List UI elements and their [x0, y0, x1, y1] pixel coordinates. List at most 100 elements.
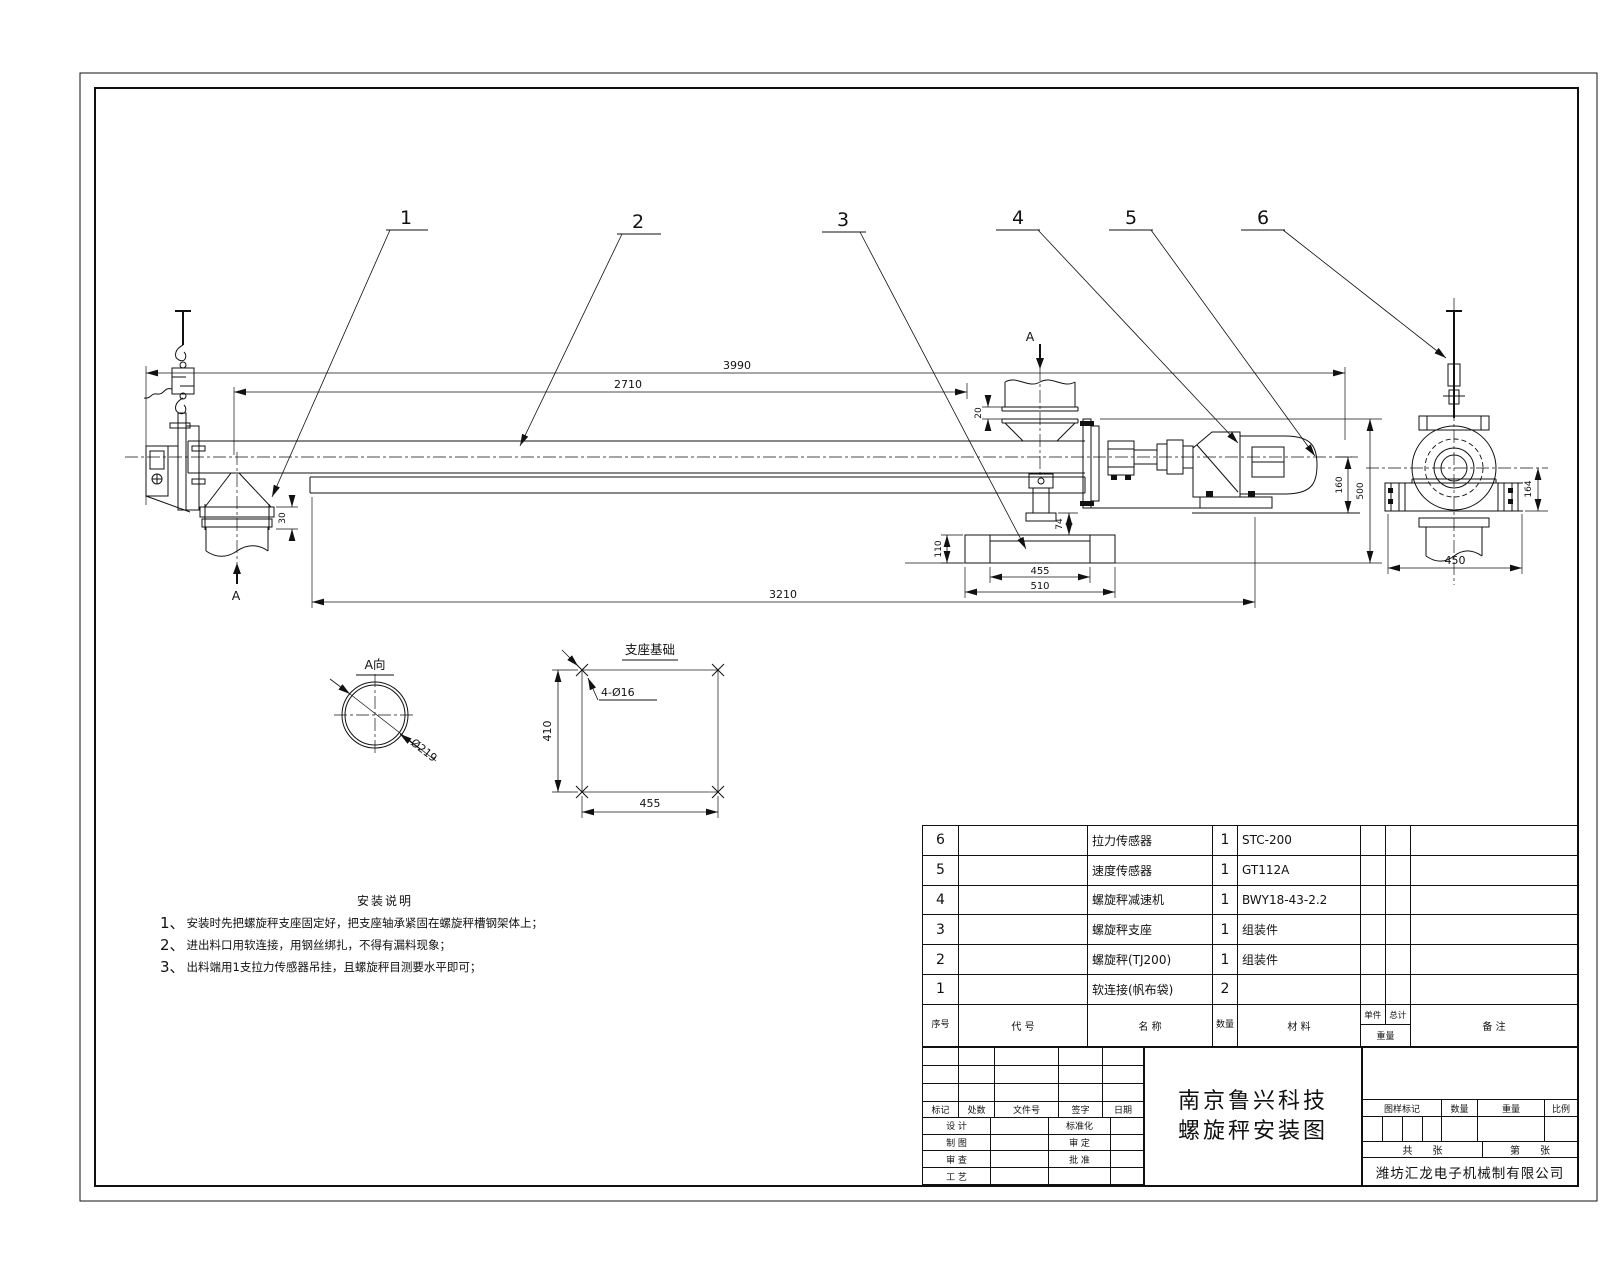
discharge-outlet — [199, 452, 275, 580]
title-block-revision-area: 标记 处数 文件号 签字 日期 设 计 标准化 制 图 审 定 审 查 批 准 … — [923, 1048, 1143, 1185]
bom-cell — [1386, 945, 1411, 975]
rev-cell — [1103, 1066, 1143, 1084]
dim-outlet-gap: 30 — [278, 512, 288, 524]
info-cell — [1423, 1117, 1442, 1142]
info-cell — [1545, 1117, 1577, 1142]
bom-header-qty: 数量 — [1213, 1004, 1238, 1046]
bom-cell: 5 — [923, 855, 959, 886]
role-cell — [991, 1134, 1049, 1152]
drawing-number-cell — [1363, 1048, 1577, 1100]
rev-header-count: 处数 — [959, 1102, 995, 1118]
bom-cell — [1411, 975, 1577, 1005]
bom-cell: 螺旋秤(TJ200) — [1088, 945, 1213, 975]
notes-title: 安装说明 — [356, 894, 413, 908]
bom-cell — [1361, 855, 1386, 886]
bom-cell: 2 — [923, 945, 959, 975]
bom-cell — [1361, 945, 1386, 975]
info-header-qty: 数量 — [1442, 1100, 1478, 1117]
bom-cell — [1386, 855, 1411, 886]
dim-support-height: 110 — [934, 540, 944, 557]
drive-unit — [1080, 418, 1382, 514]
bom-cell: 1 — [1213, 826, 1238, 856]
bom-cell: 螺旋秤减速机 — [1088, 885, 1213, 916]
callout-1: 1 — [400, 207, 412, 229]
role-cell — [1111, 1118, 1143, 1135]
note-number: 1、 — [160, 914, 185, 932]
bom-header-no: 序号 — [923, 1004, 959, 1046]
bom-cell: BWY18-43-2.2 — [1238, 885, 1361, 916]
drawing-title: 南京鲁兴科技 螺旋秤安装图 — [1143, 1048, 1363, 1185]
bom-cell — [1361, 915, 1386, 946]
bom-cell — [959, 945, 1088, 975]
bom-cell — [1411, 826, 1577, 856]
rev-header-date: 日期 — [1103, 1102, 1143, 1118]
tension-sensor-hanger — [1443, 310, 1465, 418]
bom-cell — [959, 885, 1088, 916]
callout-2: 2 — [632, 211, 644, 233]
note-number: 2、 — [160, 936, 185, 954]
dim-support-inner: 455 — [1030, 566, 1049, 577]
dim-endview-width: 450 — [1445, 554, 1466, 567]
sheet-border — [79, 72, 1598, 1202]
rev-cell — [959, 1066, 995, 1084]
bom-cell — [1361, 885, 1386, 916]
bom-header-name: 名 称 — [1088, 1004, 1213, 1046]
dim-top-overall: 3990 — [723, 359, 751, 372]
rev-cell — [1059, 1048, 1103, 1066]
dim-top-inner: 2710 — [614, 378, 642, 391]
rev-header-mark: 标记 — [923, 1102, 959, 1118]
note-item: 1、 安装时先把螺旋秤支座固定好，把支座轴承紧固在螺旋秤槽钢架体上； — [160, 916, 610, 931]
bom-header-unit: 单件 — [1361, 1004, 1386, 1025]
rev-cell — [923, 1066, 959, 1084]
sheet-number: 第 张 — [1483, 1142, 1577, 1158]
bom-cell — [1238, 974, 1361, 1005]
title-block-info-area: 图样标记 数量 重量 比例 共 张 第 张 潍坊汇龙电子机械制有限公司 — [1363, 1048, 1577, 1185]
bom-cell: 1 — [1213, 915, 1238, 946]
bom-cell: 3 — [923, 915, 959, 946]
bom-cell: 1 — [1213, 885, 1238, 916]
foundation-title: 支座基础 — [625, 642, 675, 657]
role-standardization: 标准化 — [1049, 1117, 1111, 1135]
info-cell — [1363, 1117, 1383, 1142]
bom-cell: 软连接(帆布袋) — [1088, 974, 1213, 1005]
bom-cell — [959, 974, 1088, 1005]
dim-bottom-frame: 3210 — [769, 588, 797, 601]
bom-cell — [1411, 945, 1577, 975]
bom-cell — [1411, 856, 1577, 886]
section-mark-top: A — [1026, 329, 1035, 344]
drawing-title-line: 螺旋秤安装图 — [1177, 1118, 1328, 1144]
rev-cell — [959, 1084, 995, 1102]
note-text: 出料端用1支拉力传感器吊挂，且螺旋秤目测要水平即可； — [186, 960, 482, 974]
note-item: 2、 进出料口用软连接，用钢丝绑扎，不得有漏料现象； — [160, 938, 610, 953]
dim-drive-total-height: 500 — [1356, 482, 1366, 499]
callouts: 1 2 3 4 5 6 — [271, 207, 1447, 550]
bom-cell: 1 — [923, 974, 959, 1005]
bom-header-total: 总计 — [1389, 1010, 1407, 1021]
role-cell — [1111, 1151, 1143, 1169]
company-title-line: 南京鲁兴科技 — [1177, 1088, 1328, 1114]
info-header-mark: 图样标记 — [1363, 1100, 1442, 1117]
bom-cell: 6 — [923, 826, 959, 856]
rev-cell — [995, 1066, 1059, 1084]
section-view-a: A向 Ø219 — [329, 657, 440, 765]
bom-cell — [1386, 915, 1411, 946]
bom-cell: STC-200 — [1238, 826, 1361, 856]
sheet-count: 共 张 — [1363, 1142, 1483, 1158]
rev-cell — [959, 1048, 995, 1066]
bom-cell: 组装件 — [1238, 945, 1361, 975]
bom-header-material: 材 料 — [1238, 1004, 1361, 1046]
rev-cell — [923, 1048, 959, 1066]
rev-cell — [923, 1084, 959, 1102]
bom-cell: 2 — [1213, 974, 1238, 1005]
role-cell — [1049, 1168, 1111, 1185]
role-approve: 批 准 — [1049, 1151, 1111, 1169]
info-header-scale: 比例 — [1545, 1100, 1577, 1117]
role-design: 设 计 — [923, 1117, 991, 1135]
section-arrow-a-bottom — [233, 563, 241, 584]
bom-header-code: 代 号 — [959, 1004, 1088, 1046]
callout-3: 3 — [837, 209, 849, 231]
bom-cell — [1386, 885, 1411, 916]
callout-5: 5 — [1125, 207, 1137, 229]
